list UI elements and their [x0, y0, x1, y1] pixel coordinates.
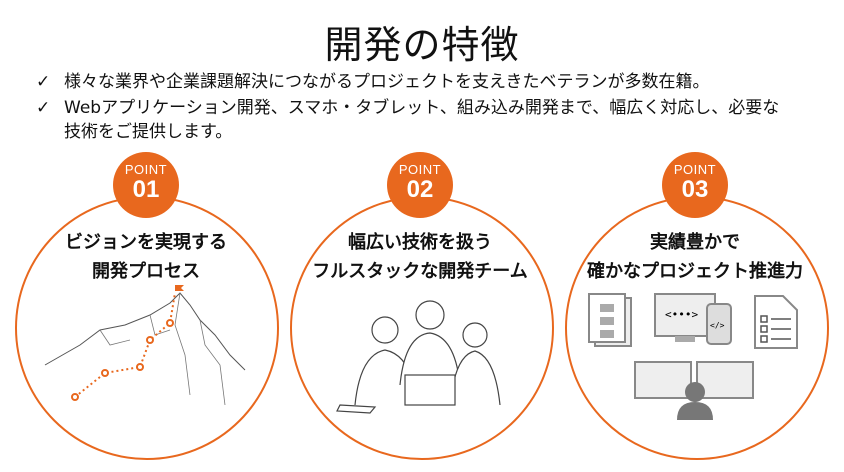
phone-code-icon: </>: [706, 303, 732, 345]
badge-label: POINT: [398, 162, 442, 177]
bullet-text-cont: 技術をご提供します。: [64, 122, 233, 142]
svg-text:</>: </>: [710, 321, 725, 330]
page-title: 開発の特徴: [324, 23, 520, 67]
mountain-illustration: [44, 285, 246, 406]
project-illustration: <•••> </>: [588, 293, 798, 420]
team-illustration: [336, 300, 501, 414]
point-2-heading: 幅広い技術を扱うフルスタックな開発チーム: [312, 232, 528, 282]
monitor-code-icon: <•••>: [654, 293, 716, 342]
badge-label: POINT: [673, 162, 717, 177]
check-icon: ✓: [36, 98, 51, 118]
checklist-document-icon: [754, 295, 798, 349]
badge-label: POINT: [124, 162, 168, 177]
bullet-text: 様々な業界や企業課題解決につながるプロジェクトを支えきたベテランが多数在籍。: [64, 72, 710, 92]
point-3-heading: 実績豊かで確かなプロジェクト推進力: [587, 232, 803, 282]
point-1-circle: [15, 196, 279, 460]
flowchart-document-icon: [588, 293, 632, 347]
bullet-2: ✓ Webアプリケーション開発、スマホ・タブレット、組み込み開発まで、幅広く対応し…: [36, 96, 779, 144]
bullet-text: Webアプリケーション開発、スマホ・タブレット、組み込み開発まで、幅広く対応し、…: [64, 98, 780, 118]
point-1-heading: ビジョンを実現する開発プロセス: [65, 232, 227, 282]
bullet-1: ✓ 様々な業界や企業課題解決につながるプロジェクトを支えきたベテランが多数在籍。: [36, 70, 710, 94]
badge-number: 01: [132, 176, 160, 203]
dual-monitor-user-icon: [634, 361, 754, 420]
badge-number: 03: [681, 176, 709, 203]
svg-text:<•••>: <•••>: [665, 308, 698, 321]
point-2-circle: [290, 196, 554, 460]
check-icon: ✓: [36, 72, 51, 92]
badge-number: 02: [406, 176, 434, 203]
